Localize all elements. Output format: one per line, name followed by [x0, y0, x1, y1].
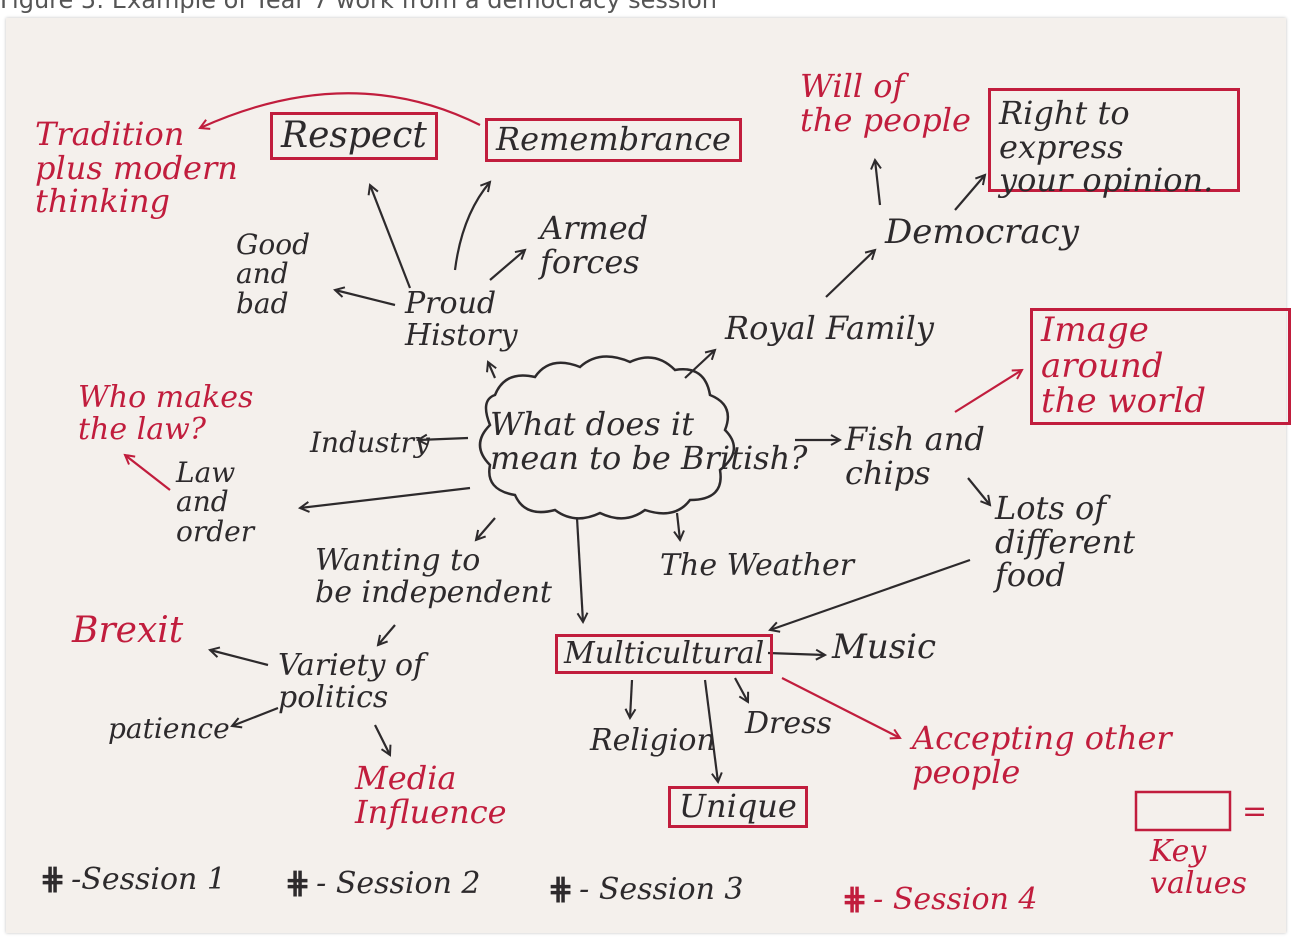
key-equals: = [1242, 794, 1268, 829]
key-session-1: ⋕-Session 1 [40, 862, 226, 897]
session-3-marker: ⋕ [548, 872, 574, 907]
node-multicultural: Multicultural [555, 634, 774, 674]
node-good-and-bad: Good and bad [236, 228, 311, 320]
key-values-box [1134, 790, 1232, 832]
node-music: Music [832, 627, 937, 667]
node-right-to-express: Right to express your opinion. [988, 88, 1240, 197]
session-4-marker: ⋕ [842, 882, 868, 917]
session-4-label: - Session 4 [873, 882, 1038, 917]
node-brexit: Brexit [72, 610, 184, 651]
node-proud-history: Proud History [405, 286, 518, 353]
node-media-influence: Media Influence [355, 759, 507, 831]
node-law-and-order: Law and order [176, 456, 255, 548]
node-the-weather: The Weather [660, 548, 855, 583]
node-will-of-people: Will of the people [800, 67, 971, 139]
node-image-around-world: Image around the world [1030, 308, 1291, 426]
node-lots-of-food: Lots of different food [995, 489, 1136, 595]
node-remembrance: Remembrance [485, 118, 742, 162]
key-session-2: ⋕- Session 2 [285, 866, 481, 901]
node-variety-of-politics: Variety of politics [278, 648, 425, 715]
session-2-label: - Session 2 [316, 866, 481, 901]
node-democracy: Democracy [885, 212, 1079, 252]
node-religion: Religion [590, 723, 716, 758]
node-fish-and-chips: Fish and chips [845, 420, 985, 492]
key-values-label: Key values [1150, 834, 1247, 901]
node-who-makes-law: Who makes the law? [78, 380, 254, 447]
session-2-marker: ⋕ [285, 866, 311, 901]
figure-caption: Figure 5: Example of Year 7 work from a … [0, 0, 717, 14]
central-question: What does it mean to be British? [490, 405, 808, 477]
node-respect: Respect [270, 112, 438, 160]
session-1-label: -Session 1 [71, 862, 226, 897]
node-dress: Dress [745, 706, 832, 741]
node-industry: Industry [310, 426, 430, 459]
session-1-marker: ⋕ [40, 862, 66, 897]
node-royal-family: Royal Family [725, 309, 934, 347]
node-wanting-independent: Wanting to be independent [315, 543, 552, 610]
node-unique: Unique [668, 786, 808, 828]
node-armed-forces: Armed forces [540, 209, 649, 281]
session-3-label: - Session 3 [579, 872, 744, 907]
key-session-4: ⋕- Session 4 [842, 882, 1038, 917]
node-accepting: Accepting other people [912, 719, 1172, 791]
node-tradition: Tradition plus modern thinking [35, 115, 238, 221]
node-patience: patience [108, 712, 230, 745]
center-cloud [478, 355, 735, 520]
key-session-3: ⋕- Session 3 [548, 872, 744, 907]
mind-map-sheet [6, 18, 1286, 933]
